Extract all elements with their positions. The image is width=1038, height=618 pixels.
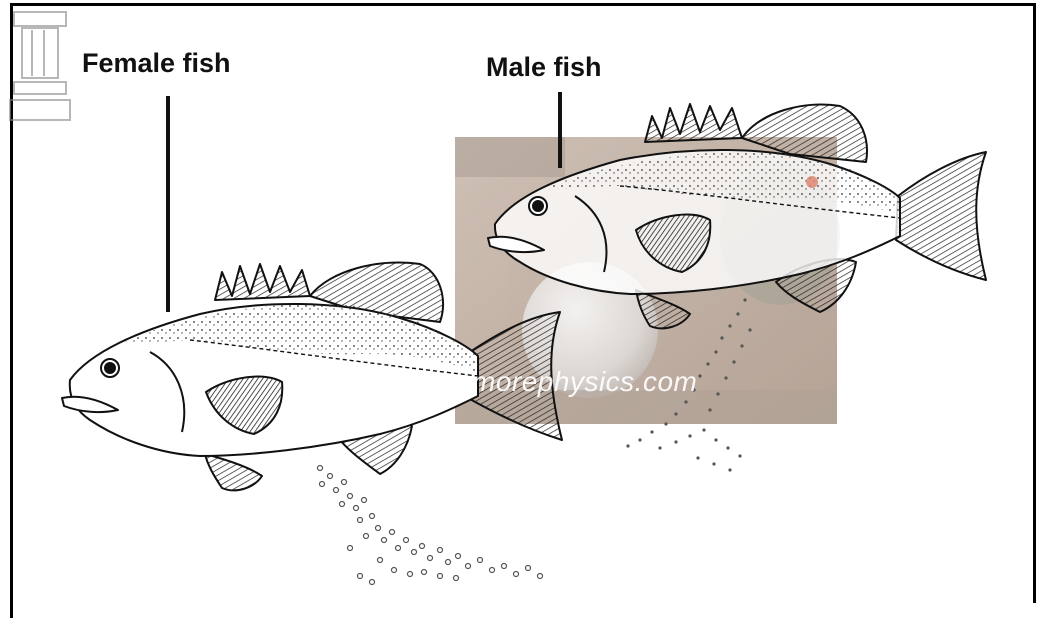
female-fish-label: Female fish — [82, 48, 231, 79]
female-eggs — [318, 466, 543, 585]
male-fish-label: Male fish — [486, 52, 602, 83]
logo-icon — [10, 12, 70, 120]
watermark-text: morephysics.com — [472, 366, 697, 398]
